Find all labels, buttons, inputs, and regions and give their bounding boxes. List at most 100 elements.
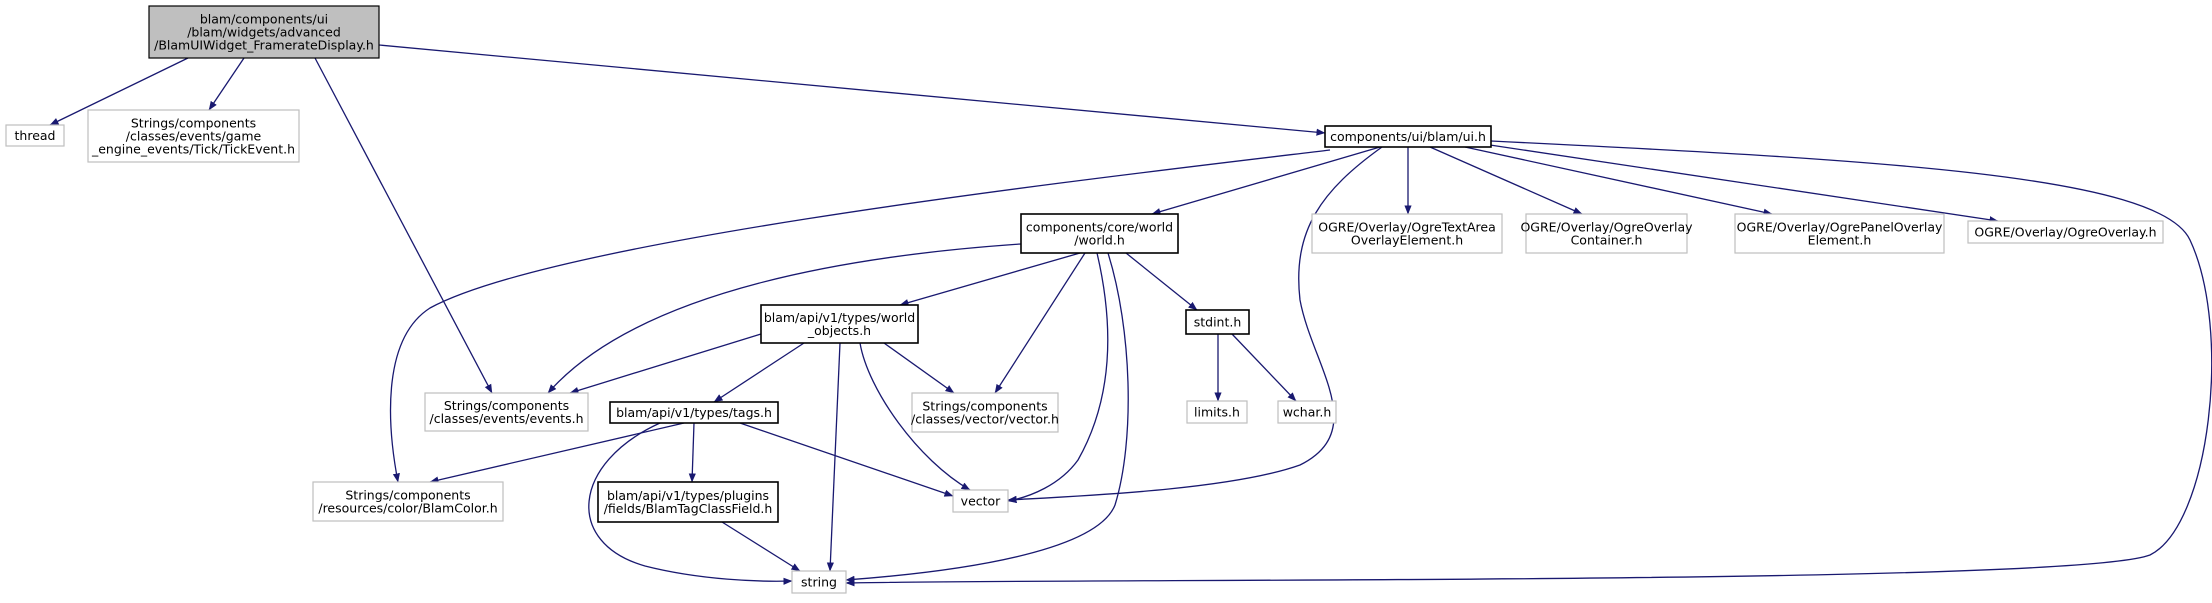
node-label-line: Strings/components (345, 488, 470, 503)
node-box (5, 124, 65, 147)
edge-world-stdint (1125, 252, 1198, 311)
node-box (87, 109, 300, 163)
edge-world-string (845, 252, 1129, 583)
node-label-line: /classes/vector/vector.h (911, 412, 1059, 427)
node-box (1186, 400, 1248, 424)
node-label-line: /classes/events/game (126, 129, 262, 144)
edge-tags-color (429, 422, 685, 484)
node-box (791, 570, 847, 594)
edge-worldobj-string (826, 342, 841, 572)
node-box (1967, 220, 2164, 244)
node-vectorh: Strings/components/classes/vector/vector… (911, 392, 1059, 433)
node-box (424, 392, 589, 432)
node-label-line: blam/api/v1/types/world (764, 310, 915, 325)
node-label-line: OverlayElement.h (1351, 233, 1463, 248)
node-box (1525, 213, 1688, 254)
node-label-line: Strings/components (922, 399, 1047, 414)
node-label-line: /BlamUIWidget_FramerateDisplay.h (154, 38, 374, 53)
node-box (1020, 213, 1179, 254)
edge-worldobj-vectorh (883, 342, 955, 394)
edge-ui-world (1151, 146, 1381, 216)
node-label-line: Container.h (1571, 233, 1643, 248)
node-worldobj[interactable]: blam/api/v1/types/world_objects.h (760, 304, 919, 344)
nodes-layer: blam/components/ui/blam/widgets/advanced… (5, 5, 2164, 594)
edge-fps-events (314, 57, 493, 394)
node-label-line: thread (15, 128, 56, 143)
node-limits: limits.h (1186, 400, 1248, 424)
node-label-line: OGRE/Overlay/OgreOverlay.h (1974, 225, 2156, 240)
node-label-line: OGRE/Overlay/OgrePanelOverlay (1737, 220, 1943, 235)
node-label-line: string (801, 575, 837, 590)
edge-tags-vector (739, 422, 954, 497)
node-box (760, 304, 919, 344)
node-label-line: /resources/color/BlamColor.h (318, 501, 497, 516)
node-wchar: wchar.h (1277, 400, 1337, 424)
node-label-line: /fields/BlamTagClassField.h (604, 501, 773, 516)
node-stdint[interactable]: stdint.h (1185, 309, 1250, 335)
edge-ui-container (1429, 146, 1583, 215)
node-box (312, 481, 504, 522)
node-overlay: OGRE/Overlay/OgreOverlay.h (1967, 220, 2164, 244)
node-label-line: components/core/world (1026, 220, 1173, 235)
node-label-line: /world.h (1074, 233, 1125, 248)
node-label-line: vector (961, 494, 1002, 509)
edge-fps-ui (378, 44, 1326, 136)
node-label-line: components/ui/blam/ui.h (1330, 129, 1486, 144)
node-tags[interactable]: blam/api/v1/types/tags.h (609, 401, 779, 424)
node-label-line: _engine_events/Tick/TickEvent.h (91, 142, 295, 157)
node-label-line: Strings/components (131, 116, 256, 131)
node-textarea: OGRE/Overlay/OgreTextAreaOverlayElement.… (1311, 213, 1503, 254)
node-box (148, 5, 380, 59)
node-box (609, 401, 779, 424)
node-label-line: blam/api/v1/types/tags.h (616, 405, 772, 420)
node-world[interactable]: components/core/world/world.h (1020, 213, 1179, 254)
node-label-line: blam/components/ui (200, 12, 328, 27)
node-events: Strings/components/classes/events/events… (424, 392, 589, 432)
node-box (597, 481, 779, 523)
node-label-line: Strings/components (444, 398, 569, 413)
edge-fps-tick (208, 57, 245, 111)
edges-layer (49, 44, 2212, 587)
edge-fps-thread (49, 57, 189, 126)
node-box (952, 489, 1009, 513)
node-box (1734, 213, 1945, 254)
edge-ui-overlay (1489, 144, 1999, 224)
node-box (1277, 400, 1337, 424)
node-label-line: blam/api/v1/types/plugins (607, 488, 769, 503)
edge-tags-classfield (688, 422, 696, 483)
node-label-line: limits.h (1194, 405, 1240, 420)
edge-stdint-wchar (1231, 333, 1297, 402)
edge-ui-color (389, 149, 1331, 483)
node-ui[interactable]: components/ui/blam/ui.h (1324, 125, 1492, 148)
edge-world-events (547, 243, 1022, 394)
node-label-line: OGRE/Overlay/OgreTextArea (1318, 220, 1496, 235)
node-classfield[interactable]: blam/api/v1/types/plugins/fields/BlamTag… (597, 481, 779, 523)
node-thread: thread (5, 124, 65, 147)
node-label-line: OGRE/Overlay/OgreOverlay (1520, 220, 1693, 235)
edge-worldobj-vector (859, 342, 971, 491)
node-fps[interactable]: blam/components/ui/blam/widgets/advanced… (148, 5, 380, 59)
node-string: string (791, 570, 847, 594)
node-label-line: /blam/widgets/advanced (187, 25, 341, 40)
node-tick: Strings/components/classes/events/game_e… (87, 109, 300, 163)
edge-classfield-string (721, 521, 801, 572)
node-label-line: _objects.h (807, 323, 871, 338)
node-label-line: stdint.h (1194, 315, 1242, 330)
node-label-line: wchar.h (1283, 405, 1332, 420)
edge-worldobj-tags (713, 342, 805, 403)
edge-ui-panel (1464, 146, 1773, 216)
edge-ui-string (845, 140, 2212, 587)
node-label-line: /classes/events/events.h (430, 411, 584, 426)
edge-world-worldobj (899, 252, 1081, 307)
edge-worldobj-events (569, 333, 762, 394)
node-color: Strings/components/resources/color/BlamC… (312, 481, 504, 522)
node-vector: vector (952, 489, 1009, 513)
node-label-line: Element.h (1808, 233, 1872, 248)
node-box (1311, 213, 1503, 254)
edge-tags-string (588, 422, 793, 585)
node-box (1324, 125, 1492, 148)
node-box (1185, 309, 1250, 335)
